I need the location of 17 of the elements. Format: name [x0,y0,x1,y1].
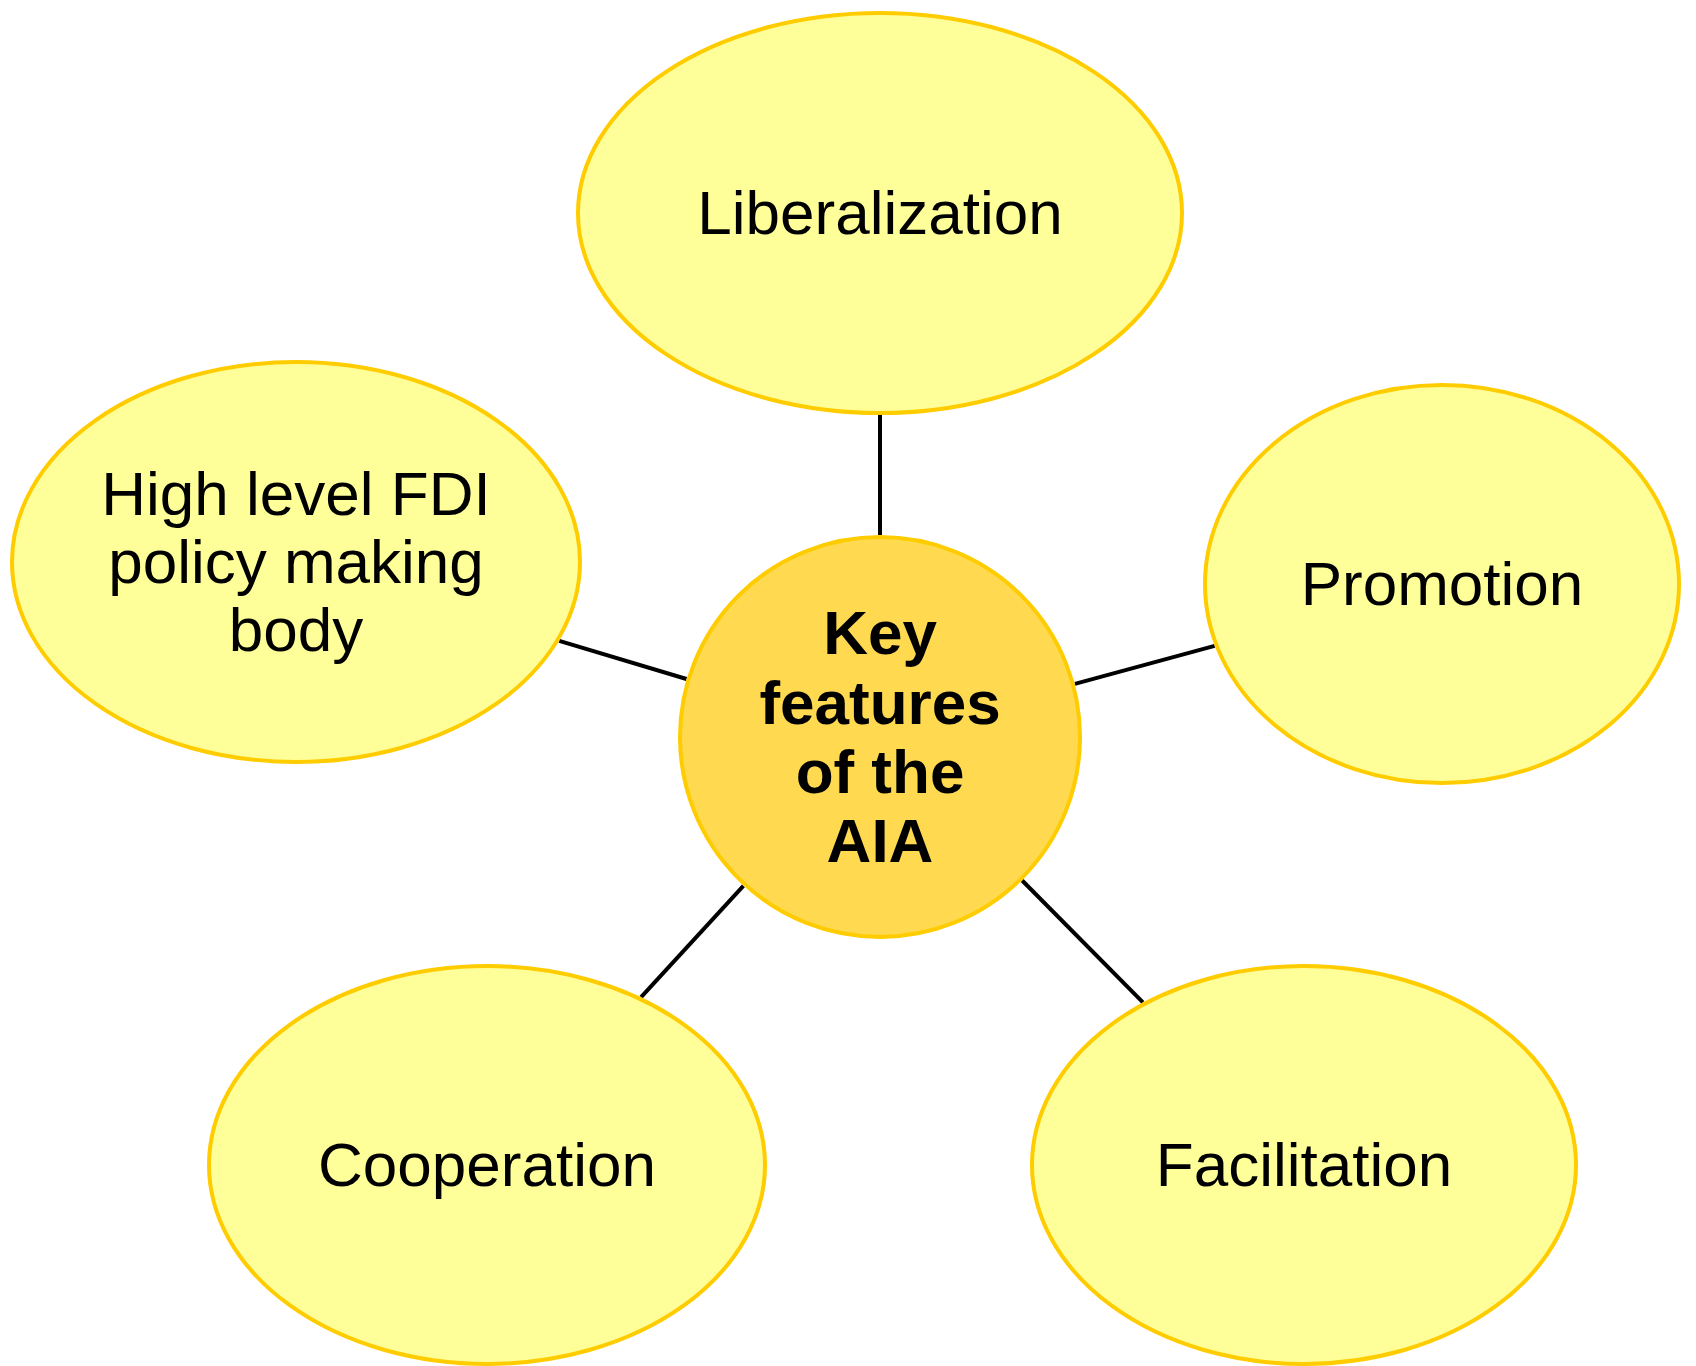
topic-label: Liberalization [696,178,1064,248]
topic-ellipse [207,964,767,1366]
topic-ellipse [1203,383,1681,785]
center-title: Key features of the AIA [758,598,1002,876]
topic-label: Facilitation [1154,1130,1454,1200]
topic-ellipse [1030,964,1578,1366]
connector-line [878,415,882,535]
topic-ellipse [10,360,582,764]
topic-label: Promotion [1299,549,1585,619]
topic-label: Cooperation [317,1130,657,1200]
topic-ellipse [576,11,1184,415]
connector-line [639,884,745,999]
connector-line [1074,643,1216,686]
center-circle [678,535,1082,939]
connector-line [1020,879,1145,1004]
connector-line [558,639,688,681]
topic-label: High level FDI policy making body [101,459,491,665]
